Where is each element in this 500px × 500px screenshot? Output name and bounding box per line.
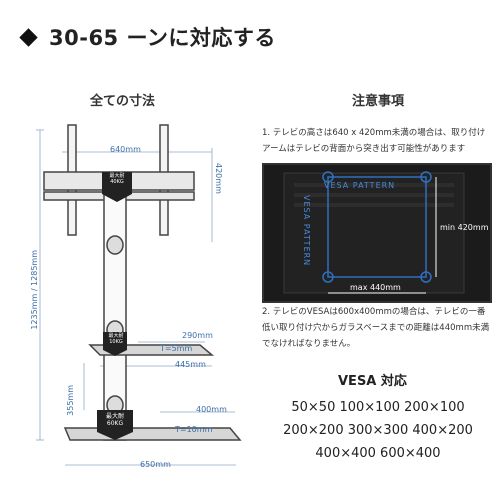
label-max: max 440mm [350, 283, 401, 292]
label-min: min 420mm [440, 223, 489, 232]
dim-base-depth: 400mm [196, 405, 227, 414]
badge-top: 最大耐 40KG [109, 173, 125, 185]
dim-total-height: 1235mm / 1285mm [30, 250, 39, 330]
vesa-pattern-v: VESA PATTERN [302, 195, 311, 267]
dim-base-width: 650mm [140, 460, 171, 469]
dim-shelf-depth: 290mm [182, 331, 213, 340]
badge-bottom: 最大耐 60KG [105, 413, 124, 427]
dim-shelf-thickness: T=5mm [160, 344, 193, 353]
dim-shelf-width: 445mm [175, 360, 206, 369]
dim-shelf-gap: 355mm [66, 385, 75, 416]
vesa-row-3: 400×400 600×400 [315, 446, 441, 461]
dim-width-top: 640mm [110, 145, 141, 154]
vesa-title: VESA 対応 [338, 374, 407, 389]
note-1: 1. テレビの高さは640 x 420mm未満の場合は、取り付けアームはテレビの… [262, 128, 486, 154]
caution-title: 注意事項 [352, 94, 405, 109]
headline-text: 30-65 ーンに対応する [49, 26, 276, 50]
dimensions-title: 全ての寸法 [90, 94, 156, 109]
tv-back-diagram [283, 171, 465, 294]
badge-middle: 最大耐 10KG [108, 333, 124, 345]
stand-drawing [36, 124, 242, 466]
weight-badges [97, 172, 133, 440]
dim-base-thickness: T=10mm [175, 425, 213, 434]
vesa-row-1: 50×50 100×100 200×100 [291, 400, 465, 415]
tv-back-image: VESA PATTERN VESA PATTERN min 420mm max … [262, 163, 492, 303]
vesa-row-2: 200×200 300×300 400×200 [283, 423, 473, 438]
diamond-bullet-icon [19, 27, 38, 47]
note-2: 2. テレビのVESAは600x400mmの場合は、テレビの一番低い取り付け穴か… [262, 307, 490, 349]
dim-height-right: 420mm [214, 163, 223, 194]
headline: 30-65 ーンに対応する [19, 22, 276, 52]
vesa-pattern-h: VESA PATTERN [324, 181, 396, 190]
